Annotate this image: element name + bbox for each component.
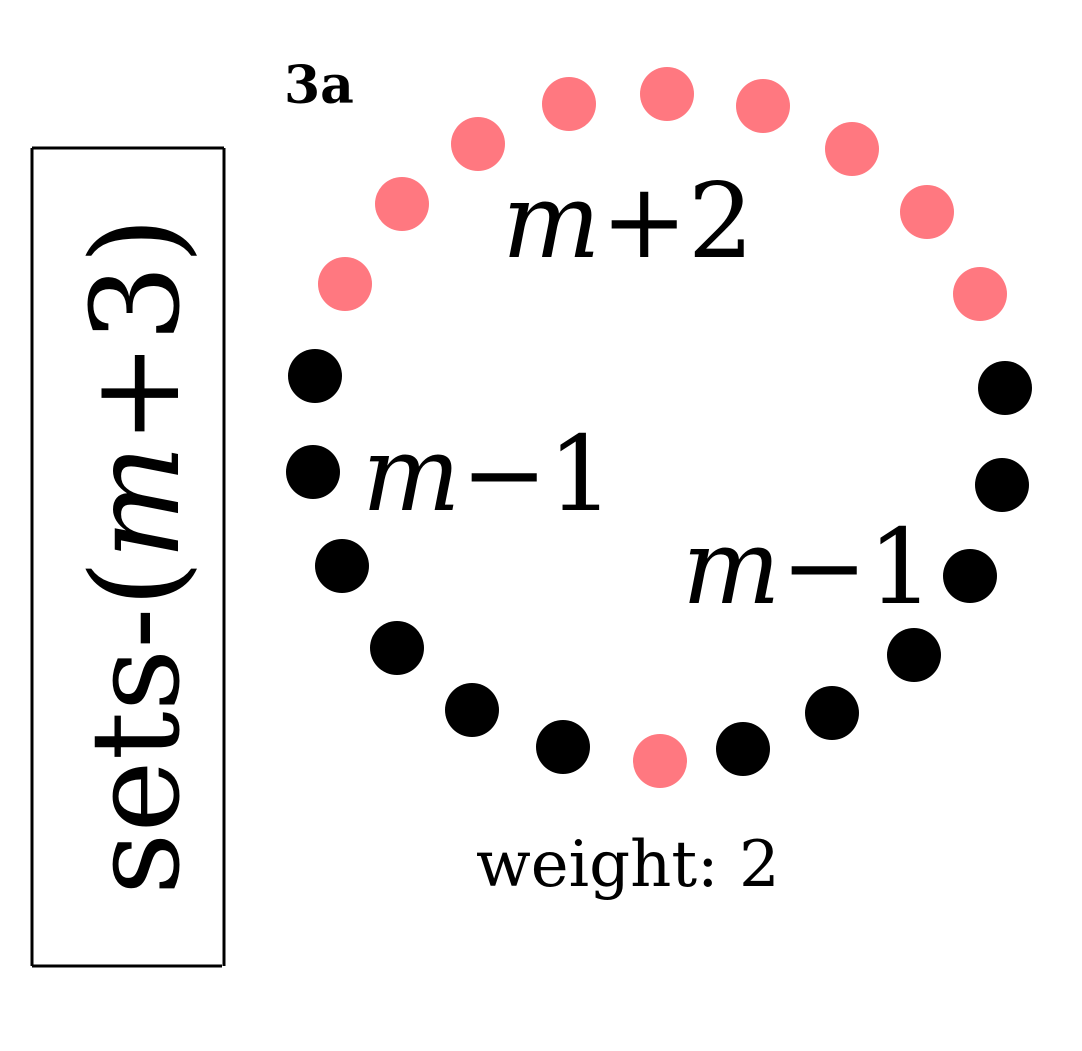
black-dot-10 <box>286 445 340 499</box>
weight-caption: weight: 2 <box>476 828 780 902</box>
pink-dot-6 <box>825 122 879 176</box>
arc-label-left-variable: m <box>362 413 461 535</box>
pink-dot-5 <box>736 79 790 133</box>
side-label-prefix: sets-( <box>65 560 207 895</box>
pink-dot-1 <box>375 177 429 231</box>
arc-label-top-variable: m <box>502 160 601 282</box>
arc-label-right-variable: m <box>682 506 781 628</box>
black-dot-21 <box>978 361 1032 415</box>
pink-dot-15 <box>633 734 687 788</box>
black-dot-12 <box>370 621 424 675</box>
side-label-suffix: +3) <box>65 217 207 444</box>
dot-ring <box>286 67 1032 788</box>
pink-dot-4 <box>640 67 694 121</box>
black-dot-18 <box>887 628 941 682</box>
pink-dot-8 <box>953 267 1007 321</box>
pink-dot-0 <box>318 257 372 311</box>
black-dot-11 <box>315 539 369 593</box>
black-dot-13 <box>445 683 499 737</box>
pink-dot-2 <box>451 117 505 171</box>
black-dot-17 <box>805 686 859 740</box>
arc-label-right-op: −1 <box>781 506 934 628</box>
side-label-text: sets-(m+3) <box>65 217 207 895</box>
black-dot-9 <box>288 349 342 403</box>
black-dot-14 <box>536 720 590 774</box>
pink-dot-3 <box>542 77 596 131</box>
arc-label-left-op: −1 <box>461 413 614 535</box>
arc-label-top-op: +2 <box>601 160 754 282</box>
black-dot-20 <box>975 458 1029 512</box>
side-label-box: sets-(m+3) <box>30 146 226 968</box>
panel-label: 3a <box>284 55 354 116</box>
side-label-variable: m <box>65 444 207 560</box>
arc-label-right: m−1 <box>682 506 934 628</box>
arc-label-left: m−1 <box>362 413 614 535</box>
black-dot-19 <box>943 549 997 603</box>
arc-label-top: m+2 <box>502 160 754 282</box>
black-dot-16 <box>716 722 770 776</box>
pink-dot-7 <box>900 185 954 239</box>
